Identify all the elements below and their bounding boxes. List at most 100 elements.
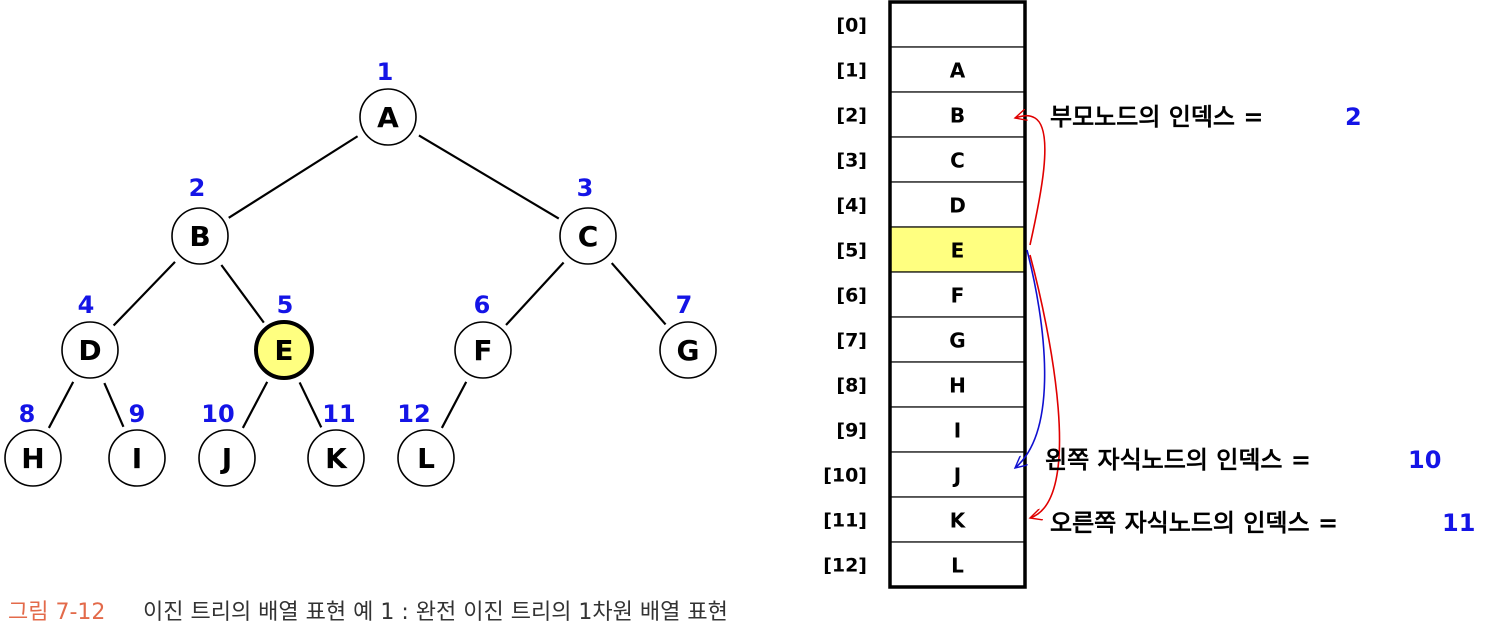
array-cell-value: B: [950, 104, 965, 128]
tree-edge-C-G: [610, 262, 667, 326]
array-index-label: [12]: [823, 555, 867, 577]
node-letter: E: [274, 334, 293, 367]
array-index-label: [5]: [836, 240, 867, 262]
node-letter: D: [78, 334, 101, 367]
array-cell-value: C: [950, 149, 965, 173]
node-letter: A: [377, 101, 399, 134]
left-child-arrow: [1015, 249, 1046, 468]
node-letter: L: [417, 442, 435, 475]
node-number: 7: [676, 291, 693, 319]
node-circle: [108, 429, 166, 487]
tree-edges: [47, 134, 667, 429]
tree-edge-E-K: [298, 381, 323, 428]
array-cell-value: K: [950, 509, 967, 533]
node-number: 9: [129, 400, 146, 428]
array-cell-value: I: [954, 419, 961, 443]
left-child-index-value: 10: [1408, 446, 1441, 474]
array-index-label: [11]: [823, 510, 867, 532]
tree-edge-B-E: [220, 264, 265, 324]
array-outer-border: [888, 0, 1027, 589]
node-number: 3: [577, 174, 594, 202]
annotation-right-child: 오른쪽 자식노드의 인덱스 = 11: [1050, 509, 1475, 537]
right-child-index-label: 오른쪽 자식노드의 인덱스 =: [1050, 509, 1338, 537]
node-letter: H: [21, 442, 44, 475]
left-child-index-label: 왼쪽 자식노드의 인덱스 =: [1045, 446, 1311, 474]
array-cell-6: [889, 271, 1026, 318]
figure-caption-text: 이진 트리의 배열 표현 예 1 : 완전 이진 트리의 1차원 배열 표현: [143, 600, 728, 625]
array-cell-value: G: [949, 329, 965, 353]
tree-node-B: B2: [171, 174, 229, 265]
tree-node-L: L 12: [397, 400, 455, 487]
tree-node-H: H8: [4, 400, 62, 487]
array-cell-value: J: [952, 464, 961, 488]
node-letter: J: [220, 442, 232, 475]
node-circle: [254, 320, 314, 380]
tree-node-C: C3: [559, 174, 617, 265]
array-index-label: [2]: [836, 105, 867, 127]
node-letter: I: [132, 442, 142, 475]
array-index-label: [0]: [836, 15, 867, 37]
node-number: 8: [19, 400, 36, 428]
node-number: 11: [322, 400, 355, 428]
node-letter: K: [325, 442, 348, 475]
tree-node-A: A1: [359, 58, 417, 146]
index-arrows: [1015, 116, 1061, 518]
array-cell-0: [889, 1, 1026, 48]
annotation-left-child: 왼쪽 자식노드의 인덱스 = 10: [1045, 446, 1441, 474]
array-index-label: [6]: [836, 285, 867, 307]
array-cell-4: [889, 181, 1026, 228]
node-circle: [454, 321, 512, 379]
tree-node-F: F6: [454, 291, 512, 379]
tree-edge-A-C: [418, 134, 560, 220]
tree-edge-F-L: [440, 381, 468, 429]
node-number: 1: [377, 58, 394, 86]
tree-edge-D-I: [103, 382, 125, 428]
node-letter: G: [677, 334, 700, 367]
parent-arrow: [1015, 116, 1046, 246]
array-index-label: [9]: [836, 420, 867, 442]
parent-index-label: 부모노드의 인덱스 =: [1050, 103, 1263, 131]
array-index-label: [8]: [836, 375, 867, 397]
node-circle: [659, 321, 717, 379]
array-index-label: [3]: [836, 150, 867, 172]
node-circle: [307, 429, 365, 487]
parent-index-value: 2: [1345, 103, 1362, 131]
array-cell-value: L: [951, 554, 964, 578]
node-circle: [4, 429, 62, 487]
node-number: 6: [474, 291, 491, 319]
node-circle: [397, 429, 455, 487]
node-number: 12: [397, 400, 430, 428]
array-cell-3: [889, 136, 1026, 183]
node-circle: [559, 207, 617, 265]
array-index-label: [7]: [836, 330, 867, 352]
node-number: 2: [189, 174, 206, 202]
array-cell-value: A: [950, 59, 966, 83]
right-child-index-value: 11: [1442, 509, 1475, 537]
array-cell-value: F: [951, 284, 965, 308]
node-circle: [198, 429, 256, 487]
array-cell-1: [889, 46, 1026, 93]
node-letter: F: [473, 334, 492, 367]
array-index-label: [1]: [836, 60, 867, 82]
node-number: 10: [201, 400, 234, 428]
node-number: 4: [78, 291, 95, 319]
tree-edge-D-H: [47, 381, 75, 429]
node-letter: C: [578, 220, 599, 253]
array-cell-value: H: [949, 374, 966, 398]
figure-caption-label: 그림 7-12: [8, 600, 106, 625]
tree-node-G: G7: [659, 291, 717, 379]
tree-edge-E-J: [241, 381, 269, 429]
array-cell-5: [889, 226, 1026, 273]
tree-node-D: D4: [61, 291, 119, 379]
array-cell-value: D: [949, 194, 966, 218]
tree-node-K: K 11: [307, 400, 365, 487]
node-number: 5: [277, 291, 294, 319]
tree-node-J: J 10: [198, 400, 256, 487]
annotation-parent: 부모노드의 인덱스 = 2: [1050, 103, 1362, 131]
tree-edge-C-F: [505, 261, 565, 326]
array-cell-11: [889, 496, 1026, 543]
right-child-arrow: [1030, 254, 1061, 518]
node-circle: [61, 321, 119, 379]
